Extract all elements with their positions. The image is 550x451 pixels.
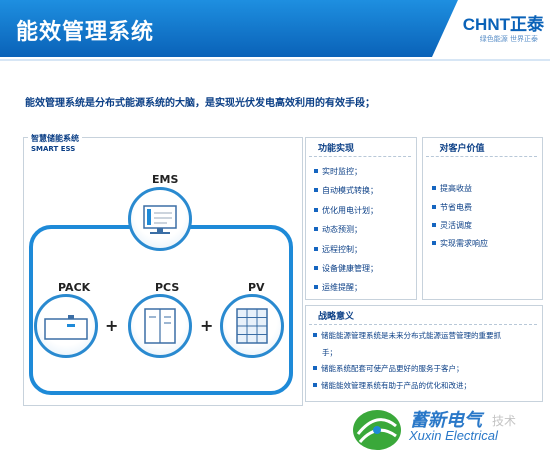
strategy-item: 储能能源管理系统是未来分布式能源运营管理的重要抓: [313, 330, 501, 341]
functions-panel: [305, 137, 417, 300]
value-item: 提高收益: [432, 183, 472, 194]
pv-label: PV: [248, 281, 265, 294]
ess-title: 智慧储能系统: [28, 134, 82, 144]
pcs-label: PCS: [155, 281, 180, 294]
functions-divider: [309, 156, 411, 157]
watermark: 技术: [492, 414, 517, 428]
smart-ess-panel: [23, 137, 303, 406]
converter-cabinet-icon: [144, 308, 176, 344]
page-title: 能效管理系统: [16, 20, 155, 45]
header-divider: [0, 59, 550, 61]
ems-node: [128, 187, 192, 251]
battery-icon: [44, 315, 88, 340]
strategy-panel: [305, 305, 543, 402]
intro-text: 能效管理系统是分布式能源系统的大脑，是实现光伏发电高效利用的有效手段；: [25, 98, 375, 109]
monitor-icon: [143, 205, 177, 234]
chnt-logo: CHNT正泰: [462, 15, 544, 34]
function-item: 实时监控；: [314, 166, 362, 177]
pack-label: PACK: [58, 281, 91, 294]
functions-title: 功能实现: [317, 144, 354, 154]
customer-value-panel: [422, 137, 543, 300]
value-item: 节省电费: [432, 202, 472, 213]
strategy-item: 储能能效管理系统有助于产品的优化和改进；: [313, 380, 471, 391]
header-bar: 能效管理系统 CHNT正泰 绿色能源 世界正泰: [0, 0, 550, 57]
pcs-node: [128, 294, 192, 358]
function-item: 优化用电计划；: [314, 205, 378, 216]
strategy-item: 储能系统配套可使产品更好的服务于客户；: [313, 363, 464, 374]
value-item: 实现需求响应: [432, 238, 488, 249]
solar-panel-icon: [236, 308, 268, 344]
function-item: 动态预测；: [314, 224, 362, 235]
pack-node: [34, 294, 98, 358]
customer-value-title: 对客户价值: [439, 144, 485, 154]
brand-name-en: Xuxin Electrical: [409, 428, 498, 443]
function-item: 设备健康管理；: [314, 263, 378, 274]
function-item: 运维提醒；: [314, 282, 362, 293]
ess-subtitle: SMART ESS: [31, 145, 76, 153]
plus-sign-2: +: [200, 316, 214, 335]
strategy-divider: [309, 324, 537, 325]
brand-name: 蓄新电气: [410, 410, 482, 431]
value-item: 灵活调度: [432, 220, 472, 231]
ems-label: EMS: [152, 173, 179, 186]
plus-sign-1: +: [105, 316, 119, 335]
logo-area: CHNT正泰 绿色能源 世界正泰: [432, 0, 550, 57]
strategy-title: 战略意义: [317, 312, 354, 322]
function-item: 自动模式转换；: [314, 185, 378, 196]
function-item: 远程控制；: [314, 244, 362, 255]
xuxin-leaf-icon: [353, 410, 401, 450]
pv-node: [220, 294, 284, 358]
logo-tagline: 绿色能源 世界正泰: [479, 35, 538, 43]
strategy-item-continued: 手；: [322, 348, 337, 357]
customer-value-divider: [426, 156, 537, 157]
